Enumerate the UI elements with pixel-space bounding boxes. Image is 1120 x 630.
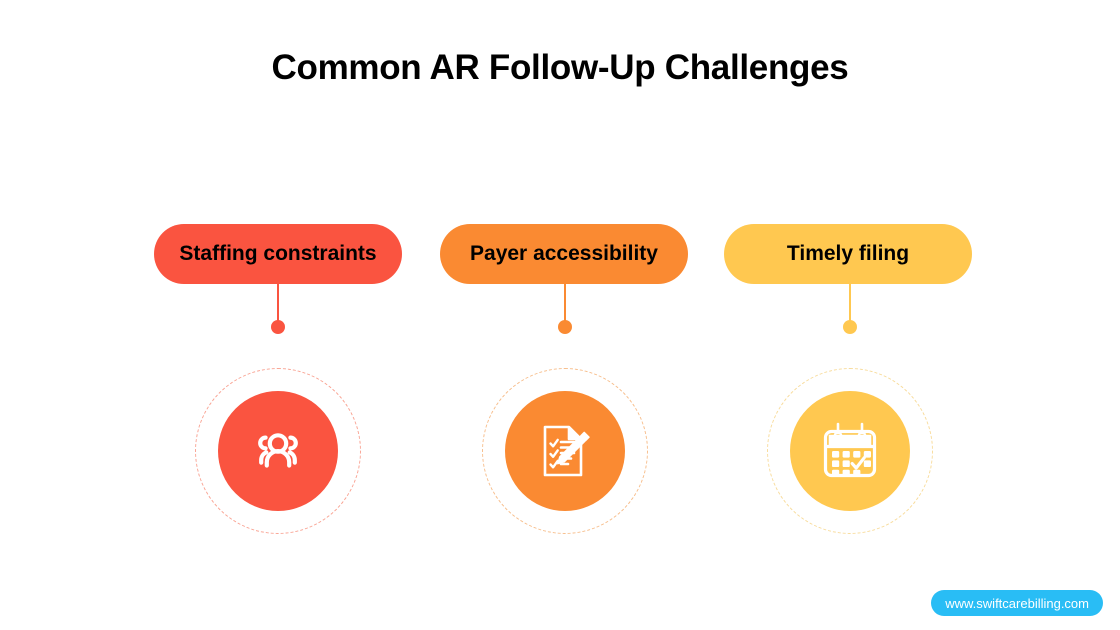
website-url-badge[interactable]: www.swiftcarebilling.com [931,590,1103,616]
connector-dot-1 [558,320,572,334]
icon-circle-1[interactable] [505,391,625,511]
challenge-label-pill-0[interactable]: Staffing constraints [154,224,402,284]
dashed-ring-2 [767,368,933,534]
connector-line-1 [564,284,566,322]
challenge-column-timely-filing: Timely filing [668,0,1028,630]
connector-line-2 [849,284,851,322]
challenge-column-payer-accessibility: Payer accessibility [385,0,745,630]
connector-dot-2 [843,320,857,334]
dashed-ring-1 [482,368,648,534]
challenge-label-pill-2[interactable]: Timely filing [724,224,972,284]
connector-line-0 [277,284,279,322]
checklist-pencil-icon [534,420,596,482]
icon-circle-2[interactable] [790,391,910,511]
dashed-ring-0 [195,368,361,534]
challenge-column-staffing-constraints: Staffing constraints [98,0,458,630]
calendar-check-icon [818,419,882,483]
page-title: Common AR Follow-Up Challenges [271,48,849,87]
people-group-icon [248,421,308,481]
challenge-label-pill-1[interactable]: Payer accessibility [440,224,688,284]
connector-dot-0 [271,320,285,334]
icon-circle-0[interactable] [218,391,338,511]
